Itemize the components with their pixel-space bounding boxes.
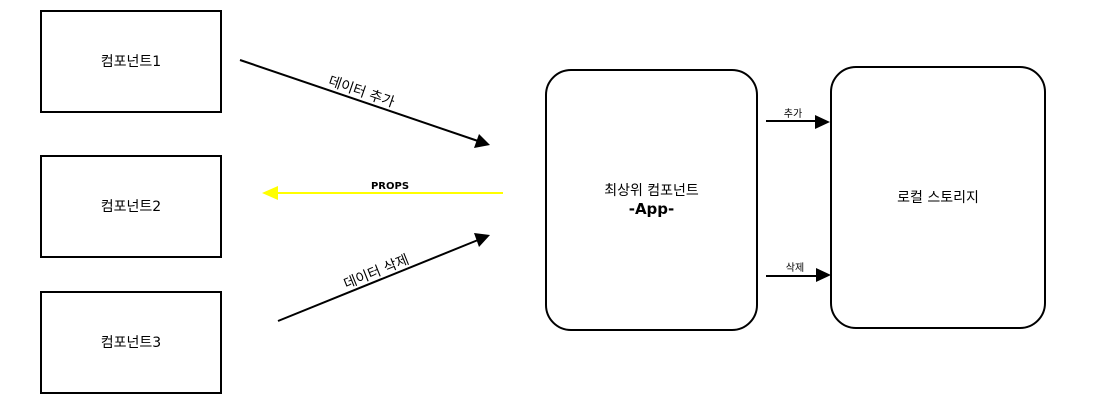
add-data-arrowhead	[474, 134, 490, 148]
delete-data-arrowhead	[474, 233, 490, 247]
app-subtitle: -App-	[628, 200, 675, 218]
component-1-box: 컴포넌트1	[40, 10, 222, 113]
add-arrowhead	[815, 115, 830, 129]
delete-data-label: 데이터 삭제	[342, 252, 412, 293]
local-storage-label: 로컬 스토리지	[897, 189, 979, 206]
app-component-label: 최상위 컴포넌트 -App-	[604, 182, 699, 218]
add-data-arrow	[239, 59, 479, 142]
component-3-label: 컴포넌트3	[100, 334, 162, 351]
component-1-label: 컴포넌트1	[100, 53, 162, 70]
component-2-label: 컴포넌트2	[100, 198, 162, 215]
local-storage-box: 로컬 스토리지	[830, 66, 1046, 329]
component-3-box: 컴포넌트3	[40, 291, 222, 394]
add-label: 추가	[784, 108, 802, 120]
app-component-box: 최상위 컴포넌트 -App-	[545, 69, 758, 331]
component-2-box: 컴포넌트2	[40, 155, 222, 258]
delete-arrowhead	[816, 268, 831, 282]
delete-label: 삭제	[786, 262, 804, 274]
props-label: PROPS	[371, 181, 409, 192]
props-arrowhead	[262, 186, 278, 200]
app-title: 최상위 컴포넌트	[604, 183, 699, 199]
delete-data-arrow	[277, 239, 479, 322]
